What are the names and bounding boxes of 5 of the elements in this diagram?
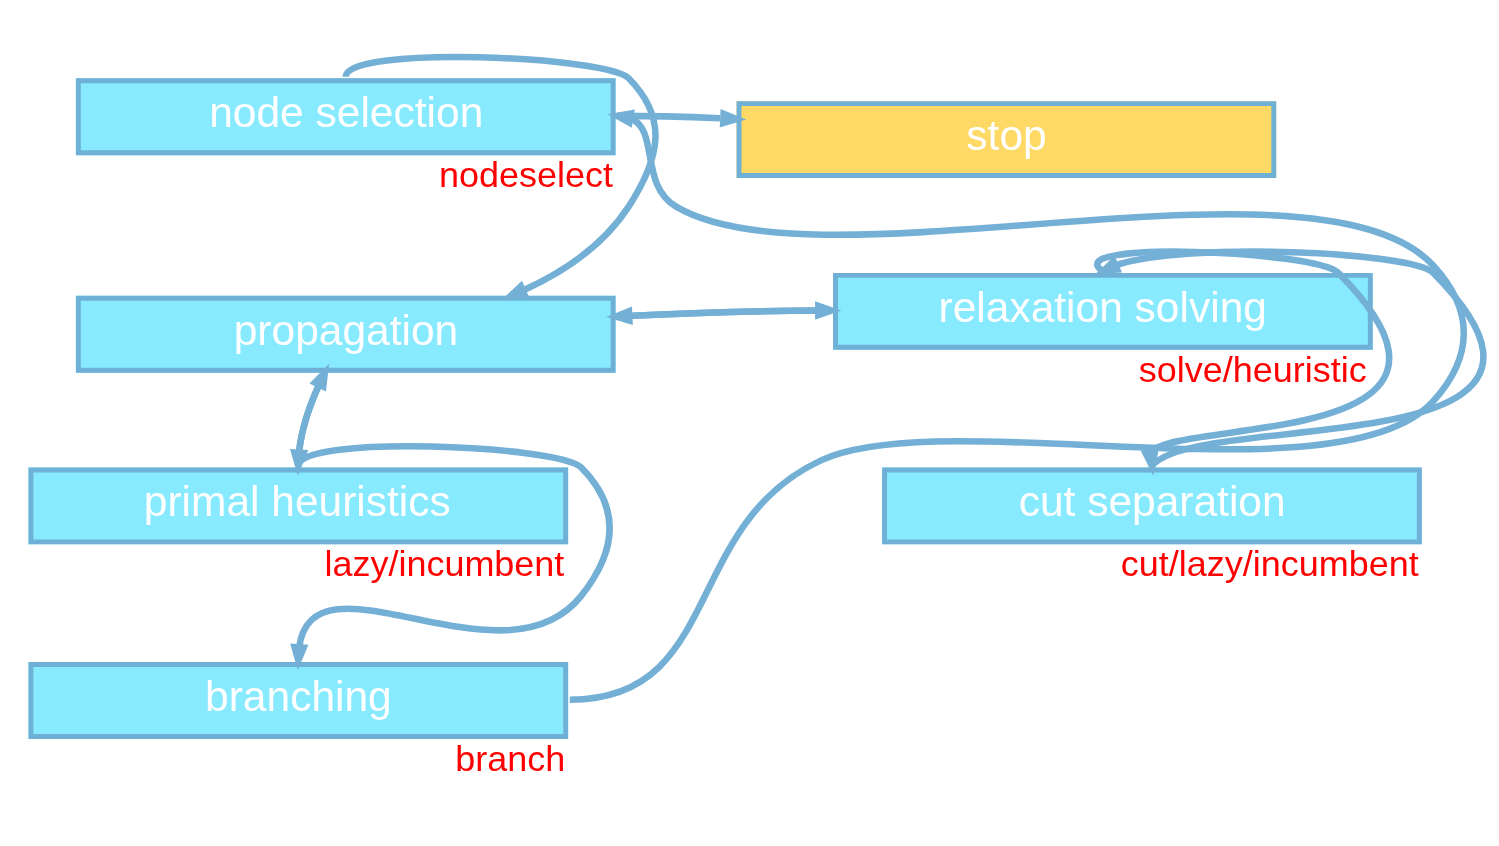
node-label: nodeselect: [438, 153, 613, 195]
node-label: solve/heuristic: [1138, 348, 1367, 390]
node-label: lazy/incumbent: [324, 542, 565, 584]
node-label: cut/lazy/incumbent: [1120, 542, 1419, 584]
node-label: branch: [455, 737, 566, 779]
